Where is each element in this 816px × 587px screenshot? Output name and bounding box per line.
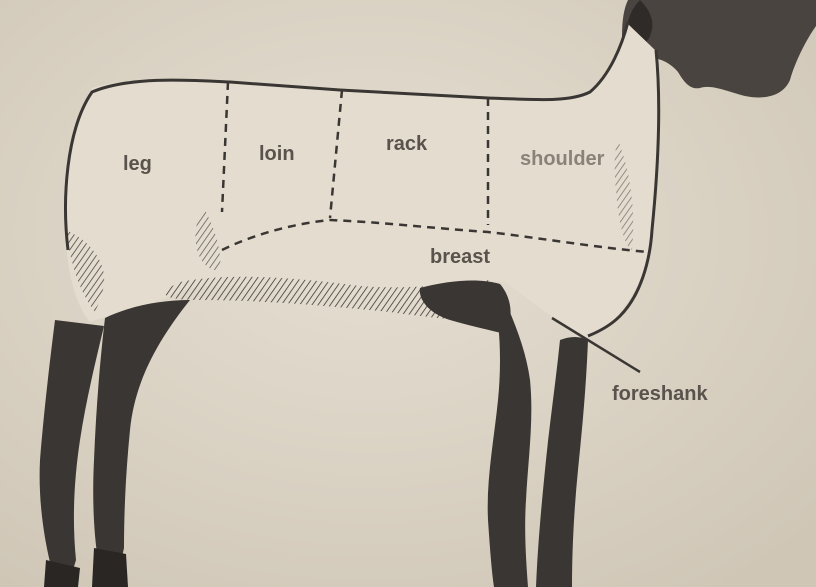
label-breast: breast (430, 246, 490, 268)
label-rack: rack (386, 133, 428, 155)
label-shoulder: shoulder (520, 148, 605, 170)
label-foreshank: foreshank (612, 383, 708, 405)
label-loin: loin (259, 143, 295, 165)
label-leg: leg (123, 153, 152, 175)
